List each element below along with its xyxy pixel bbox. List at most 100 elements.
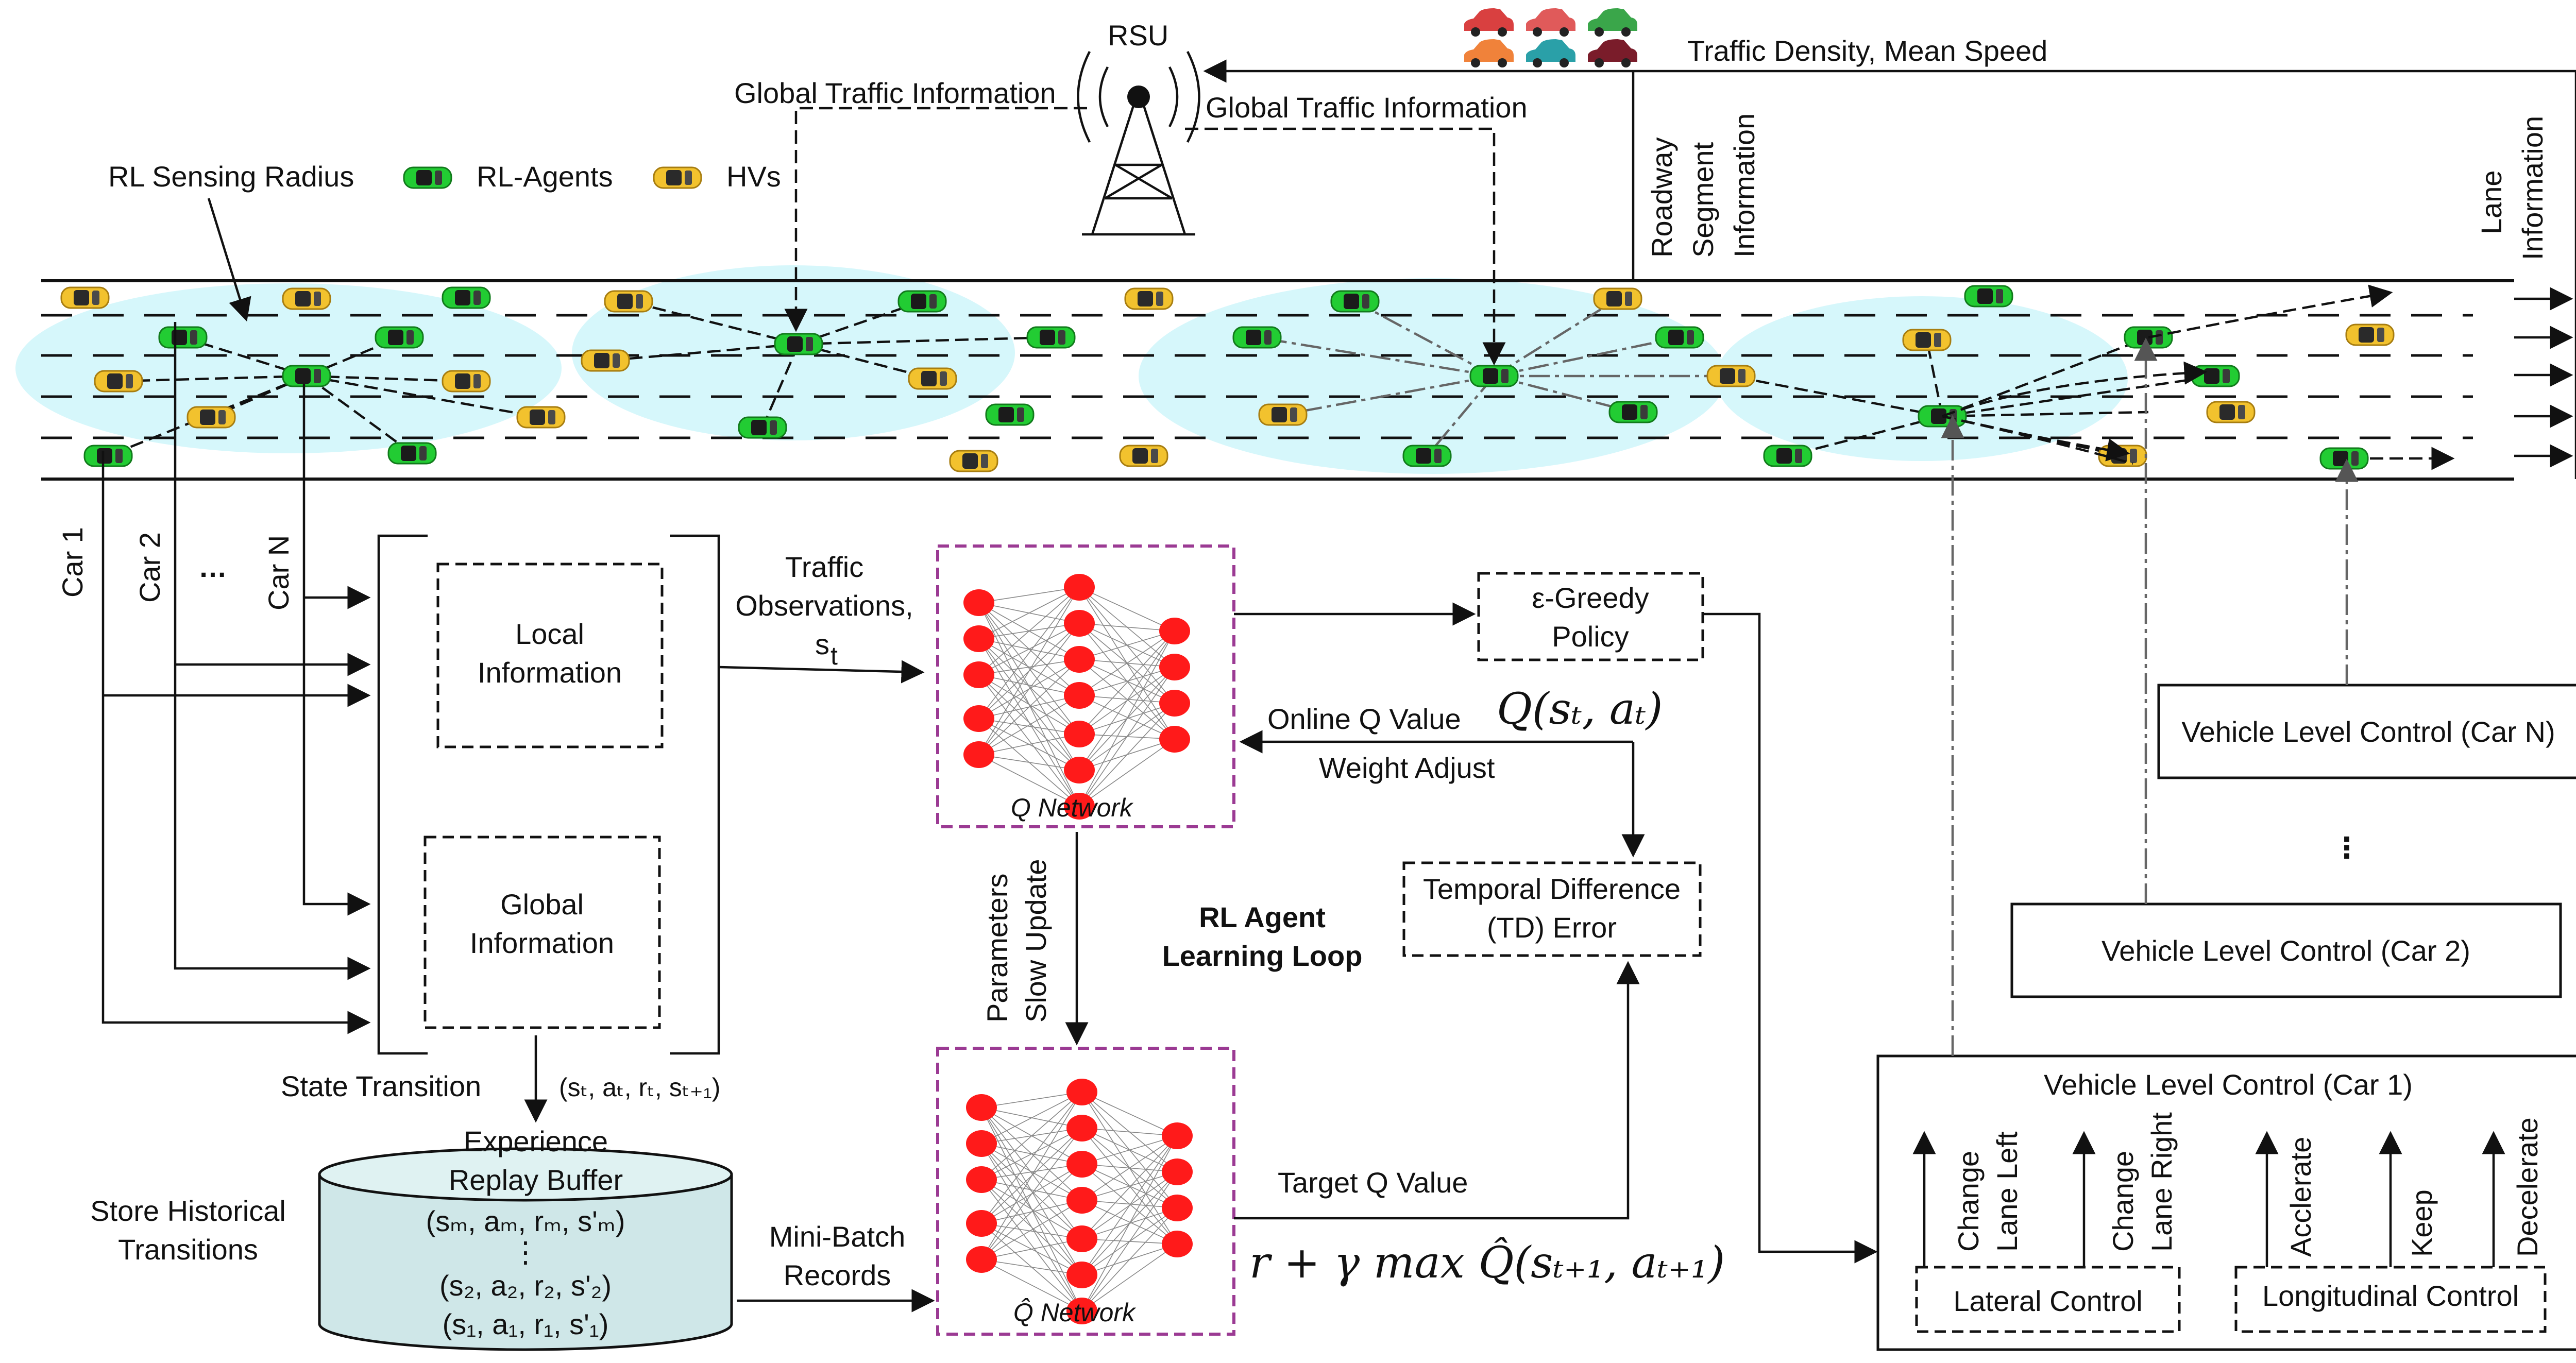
nn-edge	[1081, 1200, 1178, 1208]
nn-edge	[978, 754, 1080, 771]
nn-node	[1066, 1115, 1097, 1141]
nn-edge	[978, 734, 1080, 755]
nn-edge	[1081, 1243, 1178, 1311]
car1-label: Car 1	[56, 527, 89, 598]
nn-edge	[978, 587, 1080, 603]
nn-edge	[1081, 1092, 1178, 1136]
minibatch-label-1: Mini-Batch	[769, 1220, 906, 1253]
nn-edge	[981, 1179, 1082, 1275]
nn-edge	[978, 754, 1080, 807]
params-label-2: Slow Update	[1020, 859, 1052, 1023]
rl-agent-car	[1964, 285, 2013, 308]
change-left-label-2: Lane Left	[1991, 1131, 2023, 1252]
store-label-2: Transitions	[118, 1233, 258, 1266]
rl-agent-car	[375, 326, 424, 349]
nn-edge	[1081, 1135, 1178, 1275]
nn-edge	[978, 587, 1080, 755]
buffer-row-2: (s₂, a₂, r₂, s'₂)	[439, 1269, 612, 1302]
rl-agent-car	[387, 442, 437, 465]
nn-edge	[978, 674, 1080, 771]
legend-sensing-radius-label: RL Sensing Radius	[108, 160, 354, 193]
nn-node	[1066, 1187, 1097, 1214]
nn-edge	[1081, 1135, 1178, 1311]
nn-node	[966, 1130, 997, 1157]
car2-label: Car 2	[133, 532, 166, 603]
store-label-1: Store Historical	[90, 1195, 286, 1227]
rl-agent-car	[897, 290, 947, 313]
keep-label: Keep	[2405, 1189, 2438, 1257]
local-info-box	[436, 563, 664, 748]
nn-edge	[1079, 631, 1175, 735]
vehicle-control-car2-label: Vehicle Level Control (Car 2)	[2102, 934, 2470, 967]
rl-agent-car	[158, 326, 208, 349]
replay-buffer: Experience Replay Buffer (sₘ, aₘ, rₘ, s'…	[90, 1125, 935, 1351]
longitudinal-control-box	[2234, 1266, 2547, 1333]
nn-edge	[981, 1143, 1082, 1239]
legend-rl-agent-icon	[403, 166, 452, 189]
learning-loop-label-2: Learning Loop	[1162, 940, 1363, 972]
buffer-title-1: Experience	[464, 1125, 608, 1157]
nn-edge	[978, 587, 1080, 675]
nn-node	[1162, 1122, 1193, 1149]
nn-edge	[981, 1259, 1082, 1311]
nn-edge	[981, 1107, 1082, 1239]
roadway-label-1: Roadway	[1646, 138, 1678, 258]
nn-edge	[981, 1238, 1082, 1260]
accelerate-label: Acclerate	[2284, 1137, 2317, 1257]
nn-node	[1066, 1151, 1097, 1178]
nn-edge	[1079, 587, 1175, 632]
vehicle-control-carN-box	[2157, 684, 2576, 779]
nn-edge	[981, 1200, 1082, 1260]
nn-node	[1066, 1262, 1097, 1288]
change-right-label-1: Change	[2107, 1151, 2139, 1252]
nn-edge	[1081, 1135, 1178, 1239]
lateral-control-box	[1915, 1266, 2181, 1333]
rl-agent-car	[282, 365, 331, 387]
nn-edge	[1079, 739, 1175, 807]
rl-agent-car	[774, 333, 823, 355]
global-info-right-label: Global Traffic Information	[1206, 91, 1528, 124]
decelerate-label: Decelerate	[2511, 1117, 2544, 1257]
legend-hv-icon	[653, 166, 702, 189]
rsu-links: Global Traffic Information Global Traffi…	[734, 8, 2576, 479]
nn-edge	[1081, 1200, 1178, 1245]
traffic-cars-icon	[1464, 8, 1637, 67]
nn-node	[963, 661, 994, 688]
nn-edge	[1081, 1171, 1178, 1201]
buffer-title-2: Replay Buffer	[449, 1164, 623, 1196]
nn-node	[1162, 1158, 1193, 1185]
roadway-label-2: Segment	[1687, 142, 1719, 258]
legend-rl-agents-label: RL-Agents	[477, 160, 613, 193]
nn-node	[1162, 1195, 1193, 1221]
change-right-label-2: Lane Right	[2145, 1112, 2178, 1252]
nn-node	[1159, 726, 1190, 753]
online-q-label: Online Q Value	[1267, 703, 1461, 735]
rl-agent-car	[1026, 326, 1076, 349]
nn-edge	[1081, 1171, 1178, 1311]
nn-node	[1066, 1225, 1097, 1252]
learning-loop-label-1: RL Agent	[1199, 901, 1326, 933]
nn-node	[1064, 793, 1095, 820]
td-error-label-1: Temporal Difference	[1423, 873, 1681, 905]
nn-edge	[978, 587, 1080, 719]
nn-node	[1066, 1079, 1097, 1105]
nn-edge	[1081, 1207, 1178, 1311]
nn-node	[1064, 721, 1095, 747]
global-info-label-1: Global	[500, 888, 584, 921]
nn-edge	[978, 718, 1080, 735]
nn-edge	[981, 1179, 1082, 1239]
vehicle-control-carN-label: Vehicle Level Control (Car N)	[2181, 715, 2555, 748]
nn-edge	[981, 1092, 1082, 1108]
q-network-nodes	[963, 574, 1190, 820]
policy-label-1: ε-Greedy	[1532, 582, 1649, 614]
nn-node	[966, 1246, 997, 1273]
nn-edge	[978, 695, 1080, 755]
sensing-zone-4	[1716, 296, 2128, 461]
params-label-1: Parameters	[981, 874, 1013, 1023]
nn-node	[966, 1094, 997, 1121]
traffic-observations: Traffic Observations, s t	[718, 551, 925, 684]
nn-node	[1064, 610, 1095, 637]
transition-tuple-label: (sₜ, aₜ, rₜ, sₜ₊₁)	[559, 1073, 720, 1102]
nn-edge	[1081, 1135, 1178, 1201]
